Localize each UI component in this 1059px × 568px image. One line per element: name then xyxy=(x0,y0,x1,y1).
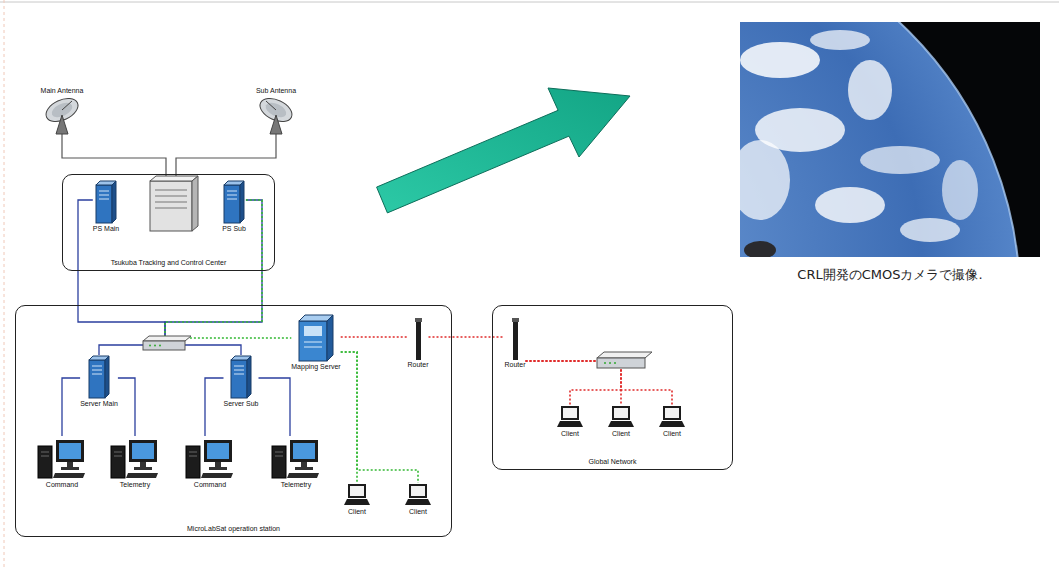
device-label: Client xyxy=(612,429,630,438)
network-link xyxy=(341,336,408,338)
laptop-icon xyxy=(405,483,431,507)
caption: CRL開発のCMOSカメラで撮像. xyxy=(740,266,1040,284)
client-node: Client xyxy=(659,405,685,438)
server-node: Server Sub xyxy=(223,355,258,408)
antenna: Main Antenna xyxy=(40,86,84,135)
page-margin xyxy=(4,0,5,568)
tower-icon xyxy=(88,355,110,399)
network-link xyxy=(429,336,505,338)
device-label: Router xyxy=(504,360,525,369)
group-label: MicroLabSat operation station xyxy=(16,524,451,533)
device-label: Server Main xyxy=(80,399,118,408)
network-link xyxy=(118,378,135,436)
big-icon xyxy=(298,314,334,362)
tower-icon xyxy=(230,355,252,399)
laptop-icon xyxy=(608,405,634,429)
device-label: Mapping Server xyxy=(291,362,340,371)
workstation-node: Telemetry xyxy=(271,436,321,489)
page-rule xyxy=(0,2,1059,3)
server-node: PS Main xyxy=(93,180,119,233)
pc-icon xyxy=(271,436,321,480)
earth-photo xyxy=(740,22,1040,257)
network-link xyxy=(62,378,80,436)
router-icon xyxy=(510,318,520,360)
router-icon xyxy=(413,318,423,360)
antenna: Sub Antenna xyxy=(254,86,298,135)
control-server xyxy=(150,176,198,231)
router-node: Router xyxy=(504,318,525,369)
pc-icon xyxy=(37,436,87,480)
device-label: Client xyxy=(409,507,427,516)
device-label: Client xyxy=(663,429,681,438)
laptop-icon xyxy=(557,405,583,429)
device-label: Main Antenna xyxy=(41,86,84,95)
laptop-icon xyxy=(344,483,370,507)
operation-station-group: MicroLabSat operation station Server Main… xyxy=(15,305,452,537)
big-arrow xyxy=(377,88,630,213)
pc-icon xyxy=(110,436,160,480)
dish-icon xyxy=(40,95,84,135)
workstation-node: Telemetry xyxy=(110,436,160,489)
client-node: Client xyxy=(344,483,370,516)
device-label: Server Sub xyxy=(223,399,258,408)
device-label: Sub Antenna xyxy=(256,86,296,95)
workstation-node: Command xyxy=(37,436,87,489)
network-link xyxy=(341,352,418,483)
network-link xyxy=(205,378,224,436)
dish2-icon xyxy=(254,95,298,135)
client-node: Client xyxy=(405,483,431,516)
group-label: Global Network xyxy=(493,457,732,466)
device-label: Telemetry xyxy=(120,480,150,489)
router-node: Router xyxy=(407,318,428,369)
device-label: PS Sub xyxy=(222,224,246,233)
client-node: Client xyxy=(608,405,634,438)
group-label: Tsukuba Tracking and Control Center xyxy=(63,258,274,267)
pc-icon xyxy=(185,436,235,480)
device-label: PS Main xyxy=(93,224,119,233)
network-hub xyxy=(597,352,652,368)
server-node: Server Main xyxy=(80,355,118,408)
network-group: Global Network RouterClient Client Client xyxy=(492,305,733,470)
client-node: Client xyxy=(557,405,583,438)
workstation-node: Command xyxy=(185,436,235,489)
tower-icon xyxy=(95,180,117,224)
control-center-group: Tsukuba Tracking and Control Center PS Ma… xyxy=(62,174,275,271)
server-node: Mapping Server xyxy=(291,314,340,371)
network-link xyxy=(259,378,291,436)
device-label: Command xyxy=(46,480,78,489)
device-label: Command xyxy=(194,480,226,489)
tower-icon xyxy=(223,180,245,224)
device-label: Telemetry xyxy=(281,480,311,489)
device-label: Client xyxy=(348,507,366,516)
server-node: PS Sub xyxy=(222,180,246,233)
device-label: Client xyxy=(561,429,579,438)
laptop-icon xyxy=(659,405,685,429)
network-hub xyxy=(143,336,191,350)
network-link xyxy=(341,352,357,483)
device-label: Router xyxy=(407,360,428,369)
